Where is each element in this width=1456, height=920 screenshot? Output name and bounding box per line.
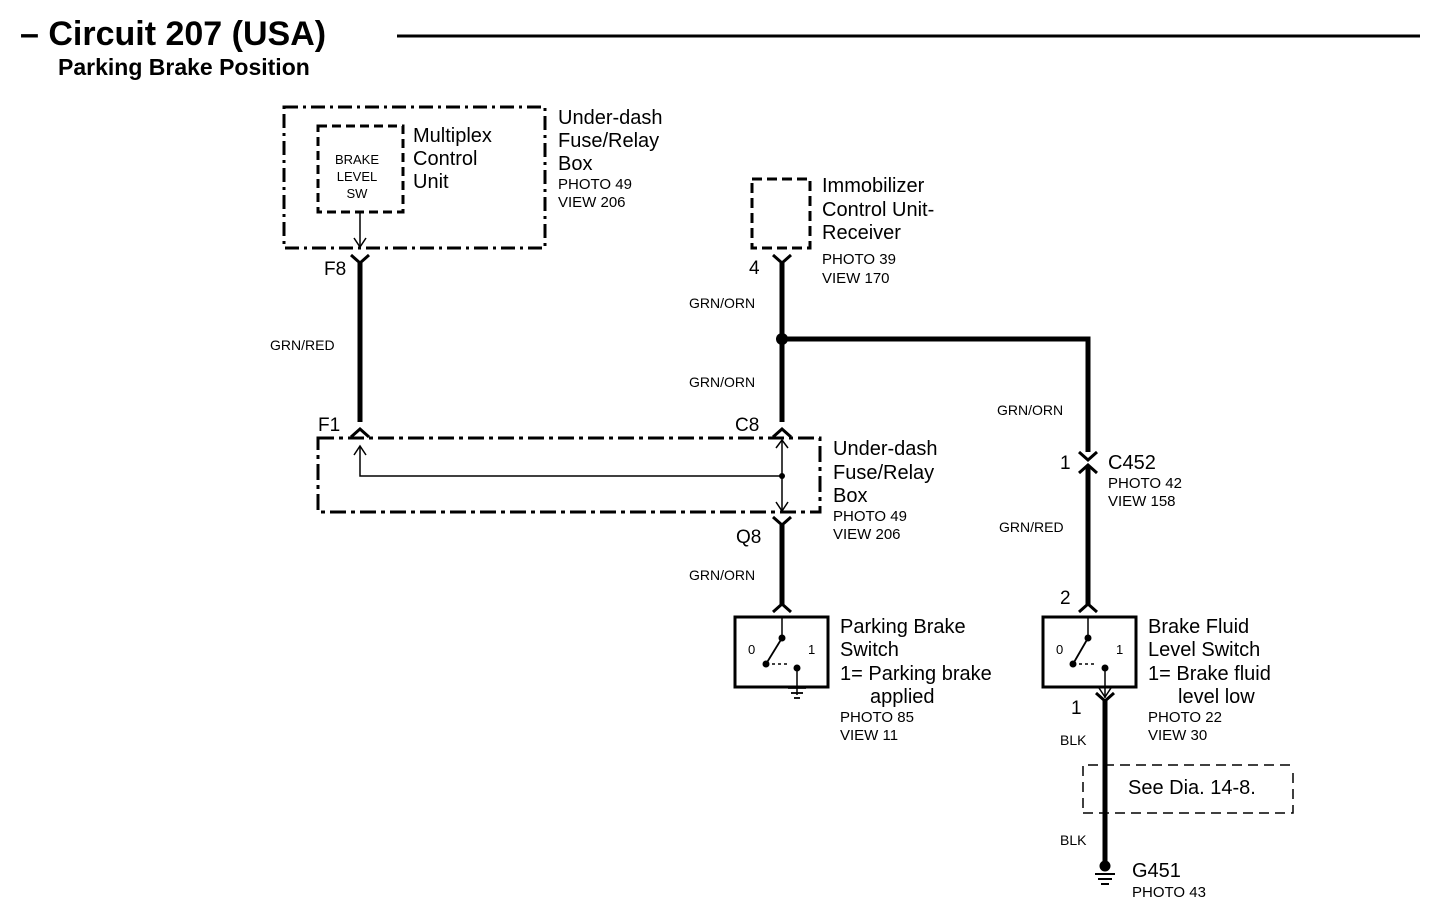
immobilizer-name-2: Control Unit- <box>822 199 934 221</box>
connector-bf-switch-symbol <box>1078 601 1098 614</box>
underdash-top-name-1: Under-dash <box>558 107 663 129</box>
brake-fluid-level-switch: 2 1 0 1 Brake Fluid Level Switch 1= Brak… <box>1041 588 1271 744</box>
bf-switch-pos0: 0 <box>1056 642 1063 657</box>
pb-switch-name-2: Switch <box>840 639 899 661</box>
pin-c8: C8 <box>735 415 759 436</box>
bf-switch-box <box>1041 615 1138 689</box>
underdash-fuse-relay-box: F1 C8 Q8 Under-dash Fuse/Relay Box PHOTO… <box>316 415 938 548</box>
see-dia-label[interactable]: See Dia. 14-8. <box>1128 777 1256 799</box>
ground-g451-photo: PHOTO 43 <box>1132 884 1206 901</box>
see-diagram-reference: See Dia. 14-8. <box>1082 764 1294 814</box>
underdash-top-name-2: Fuse/Relay <box>558 130 659 152</box>
see-dia-box-top <box>1082 764 1293 808</box>
bf-switch-pos1: 1 <box>1116 642 1123 657</box>
connector-pb-switch-symbol <box>772 601 792 614</box>
wire-label-f8-f1: GRN/RED <box>270 337 335 353</box>
connector-f8-symbol <box>350 253 370 266</box>
immobilizer-view: VIEW 170 <box>822 270 890 287</box>
c452-name: C452 <box>1108 452 1156 474</box>
c452-female-symbol <box>1078 450 1098 463</box>
bf-switch-name-2: Level Switch <box>1148 639 1260 661</box>
pin-f1: F1 <box>318 415 340 436</box>
fuse-box-internal-wire <box>359 447 782 477</box>
ground-g451: G451 PHOTO 43 <box>1095 860 1206 901</box>
c452-view: VIEW 158 <box>1108 493 1176 510</box>
bf-switch-photo: PHOTO 22 <box>1148 709 1222 726</box>
multiplex-name-3: Unit <box>413 171 449 193</box>
wire-label-q8-switch: GRN/ORN <box>689 567 755 583</box>
multiplex-name-1: Multiplex <box>413 125 492 147</box>
c452-pin: 1 <box>1060 453 1071 474</box>
wire-label-imm-upper: GRN/ORN <box>689 295 755 311</box>
bf-switch-pin-top: 2 <box>1060 588 1071 609</box>
underdash-top-view: VIEW 206 <box>558 194 626 211</box>
parking-brake-switch: 0 1 Parking Brake Switch 1= Parking brak… <box>733 615 992 744</box>
multiplex-name-2: Control <box>413 148 477 170</box>
pb-switch-name-4: applied <box>870 686 935 708</box>
fuse-box-view: VIEW 206 <box>833 526 901 543</box>
wire-label-blk-upper: BLK <box>1060 732 1087 748</box>
multiplex-control-unit: BRAKE LEVEL SW Multiplex Control Unit Un… <box>282 105 663 280</box>
page-title: – Circuit 207 (USA) <box>20 15 326 53</box>
bf-switch-name-4: level low <box>1178 686 1255 708</box>
connector-imm-symbol <box>772 253 792 266</box>
bf-switch-name-3: 1= Brake fluid <box>1148 663 1271 685</box>
underdash-top-photo: PHOTO 49 <box>558 176 632 193</box>
underdash-box-outline <box>282 105 547 250</box>
bf-switch-arrow <box>1098 687 1112 699</box>
immobilizer-photo: PHOTO 39 <box>822 251 896 268</box>
c452-photo: PHOTO 42 <box>1108 475 1182 492</box>
underdash-top-name-3: Box <box>558 153 592 175</box>
fuse-box-arrow-c8 <box>775 438 789 449</box>
fuse-box-name-3: Box <box>833 485 867 507</box>
fuse-box-arrow-f1 <box>353 444 367 456</box>
fuse-box-arrow-q8 <box>775 501 789 513</box>
fuse-box-name-1: Under-dash <box>833 438 938 460</box>
pb-switch-pos1: 1 <box>808 642 815 657</box>
fuse-box-name-2: Fuse/Relay <box>833 462 934 484</box>
connector-f1-symbol <box>350 426 370 439</box>
bf-switch-view: VIEW 30 <box>1148 727 1207 744</box>
see-dia-label-bg <box>1118 772 1286 806</box>
page-subtitle: Parking Brake Position <box>58 54 310 80</box>
fuse-box-photo: PHOTO 49 <box>833 508 907 525</box>
pb-switch-name-3: 1= Parking brake <box>840 663 992 685</box>
wire-label-branch-right: GRN/ORN <box>997 402 1063 418</box>
wire-label-c452-lower: GRN/RED <box>999 519 1064 535</box>
immobilizer-name-3: Receiver <box>822 222 901 244</box>
connector-q8-symbol <box>772 515 792 528</box>
wire-branch-right <box>782 336 1091 452</box>
pin-f8: F8 <box>324 259 346 280</box>
ground-g451-dot <box>1099 860 1111 872</box>
wire-label-blk-lower: BLK <box>1060 832 1087 848</box>
bf-switch-pin-bottom: 1 <box>1071 698 1082 719</box>
pb-switch-pos0: 0 <box>748 642 755 657</box>
connector-c452: 1 C452 PHOTO 42 VIEW 158 <box>1060 450 1182 510</box>
immobilizer-control-unit: Immobilizer Control Unit- Receiver PHOTO… <box>749 175 934 287</box>
immobilizer-name-1: Immobilizer <box>822 175 925 197</box>
c452-male-symbol <box>1078 462 1098 475</box>
bf-switch-name-1: Brake Fluid <box>1148 616 1249 638</box>
immobilizer-pin: 4 <box>749 258 760 279</box>
brake-level-sw-label-3: SW <box>347 186 369 201</box>
pb-switch-view: VIEW 11 <box>840 727 898 744</box>
immobilizer-box <box>750 177 812 250</box>
connector-c8-symbol <box>772 426 792 439</box>
brake-level-sw-label-1: BRAKE <box>335 152 379 167</box>
pb-switch-photo: PHOTO 85 <box>840 709 914 726</box>
fuse-box-internal-junction <box>779 473 785 479</box>
pb-switch-name-1: Parking Brake <box>840 616 966 638</box>
see-dia-box-bottom <box>1083 770 1294 814</box>
brake-sw-arrow <box>353 237 367 249</box>
pb-switch-blade <box>765 637 783 665</box>
bf-switch-blade <box>1072 637 1089 665</box>
pin-q8: Q8 <box>736 527 761 548</box>
ground-g451-name: G451 <box>1132 860 1181 882</box>
fuse-box-outline <box>316 436 822 514</box>
wire-label-imm-lower: GRN/ORN <box>689 374 755 390</box>
brake-level-sw-label-2: LEVEL <box>337 169 377 184</box>
